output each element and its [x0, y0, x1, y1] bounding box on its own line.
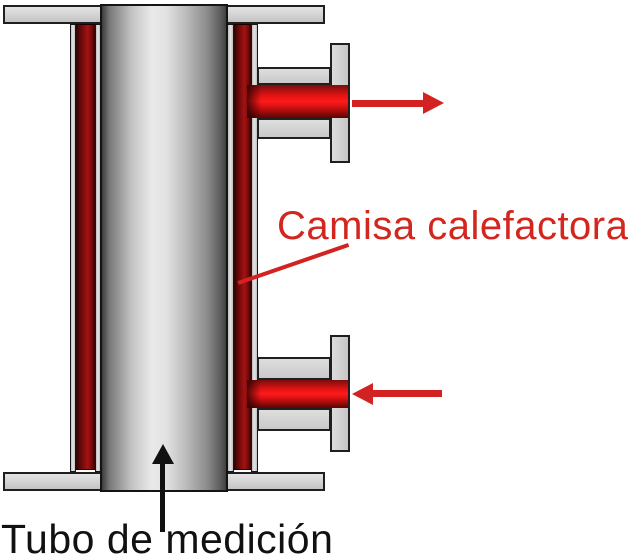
right-jacket-outer-wall: [251, 24, 258, 472]
inflow-arrow-icon: [352, 383, 373, 405]
jacket-label: Camisa calefactora: [277, 204, 629, 248]
tube-label: Tubo de medición: [1, 516, 334, 560]
tube-pointer-arrow-icon: [152, 444, 174, 464]
tube-pointer-shaft: [160, 461, 165, 532]
right-jacket-inner-wall: [227, 24, 234, 472]
inlet-pipe-fluid: [247, 380, 348, 408]
inlet-port-upper-wall: [257, 357, 331, 380]
outflow-arrow-shaft: [352, 100, 423, 107]
measuring-tube: [100, 4, 228, 492]
left-jacket-fluid: [76, 24, 95, 470]
outlet-port-upper-wall: [257, 67, 331, 85]
outflow-arrow-icon: [423, 92, 444, 114]
inlet-port-lower-wall: [257, 408, 331, 431]
outlet-port-lower-wall: [257, 118, 331, 139]
outlet-pipe-fluid: [247, 85, 348, 118]
left-jacket-outer-wall: [70, 24, 76, 472]
inflow-arrow-shaft: [373, 390, 442, 397]
right-jacket-fluid: [234, 24, 251, 470]
